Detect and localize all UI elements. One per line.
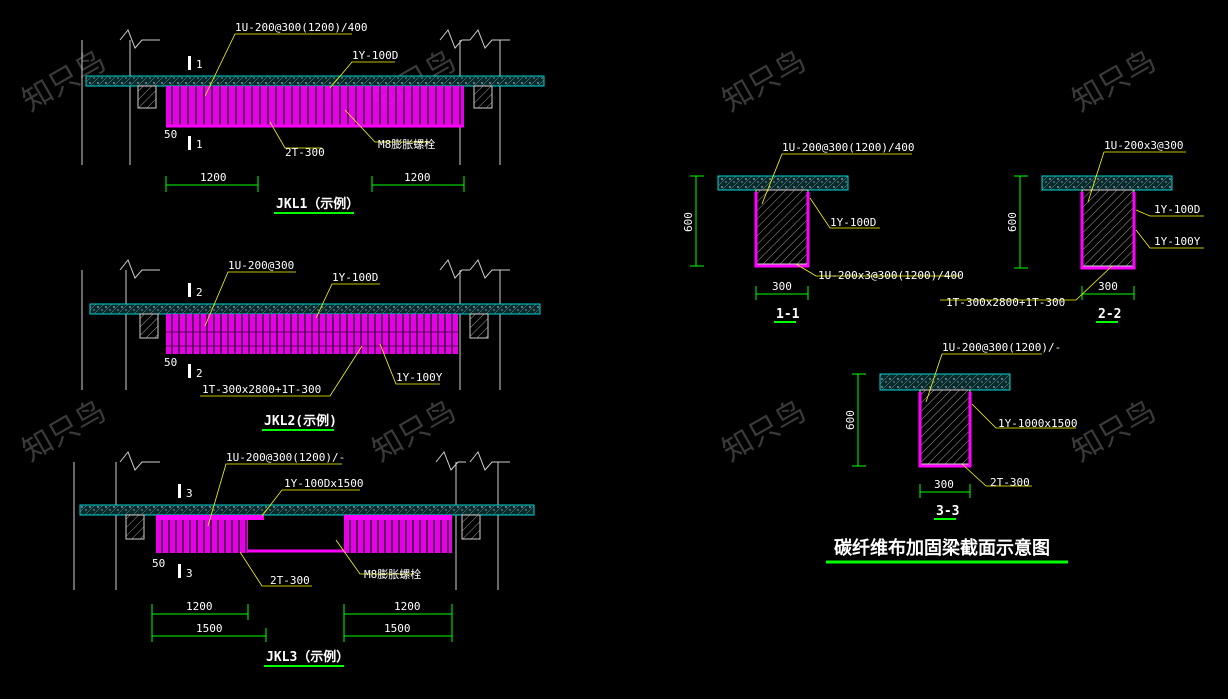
- watermark: 知只鸟: [17, 394, 112, 469]
- sec3-width: 300: [934, 478, 954, 491]
- jkl1-y-label: 1Y-100D: [352, 49, 398, 62]
- jkl2-section-bottom: 2: [196, 367, 203, 380]
- jkl2-elevation: 2 2 50 1U-200@300 1Y-100D 1T-300x2800+1T…: [81, 259, 541, 431]
- jkl1-elevation: 1 1 50 1U-200@300(1200)/400 1Y-100D 2T-3…: [81, 21, 545, 214]
- jkl3-dim-left-outer: 1500: [196, 622, 223, 635]
- sec2-height: 600: [1006, 212, 1019, 232]
- section-1-1: 600 300 1U-200@300(1200)/400 1Y-100D 1U-…: [682, 141, 964, 323]
- jkl3-title: JKL3（示例）: [266, 649, 349, 665]
- sec3-title: 3-3: [936, 504, 959, 519]
- jkl1-section-bottom: 1: [196, 138, 203, 151]
- watermark: 知只鸟: [367, 394, 462, 469]
- jkl1-t-label: 2T-300: [285, 146, 325, 159]
- jkl2-u-label: 1U-200@300: [228, 259, 294, 272]
- sec2-title: 2-2: [1098, 307, 1121, 322]
- sec3-height: 600: [844, 410, 857, 430]
- sec1-width: 300: [772, 280, 792, 293]
- jkl3-y-label: 1Y-100Dx1500: [284, 477, 363, 490]
- jkl1-title: JKL1（示例）: [276, 196, 359, 212]
- jkl3-edge-dim: 50: [152, 557, 165, 570]
- jkl3-section-bottom: 3: [186, 567, 193, 580]
- sec1-bottom-label: 1U-200x3@300(1200)/400: [818, 269, 964, 282]
- sec3-y-label: 1Y-1000x1500: [998, 417, 1077, 430]
- watermark: 知只鸟: [717, 394, 812, 469]
- jkl3-bolt-label: M8膨胀螺栓: [364, 567, 421, 581]
- jkl2-title: JKL2(示例): [264, 413, 337, 429]
- watermark: 知只鸟: [1067, 394, 1162, 469]
- sec1-height: 600: [682, 212, 695, 232]
- sec3-t-label: 2T-300: [990, 476, 1030, 489]
- jkl3-t-label: 2T-300: [270, 574, 310, 587]
- section-2-2: 600 300 1U-200x3@300 1Y-100D 1Y-100Y 1T-…: [940, 139, 1204, 323]
- jkl2-t-label: 1T-300x2800+1T-300: [202, 383, 321, 396]
- sec2-t-label: 1T-300x2800+1T-300: [946, 296, 1065, 309]
- jkl1-dim-left: 1200: [200, 171, 227, 184]
- jkl3-dim-left-inner: 1200: [186, 600, 213, 613]
- sec2-u-label: 1U-200x3@300: [1104, 139, 1183, 152]
- jkl3-section-top: 3: [186, 487, 193, 500]
- main-title: 碳纤维布加固梁截面示意图: [834, 537, 1050, 559]
- sec1-u-label: 1U-200@300(1200)/400: [782, 141, 914, 154]
- jkl3-dim-right-inner: 1200: [394, 600, 421, 613]
- jkl2-y-label: 1Y-100D: [332, 271, 378, 284]
- jkl2-edge-dim: 50: [164, 356, 177, 369]
- sec1-y-label: 1Y-100D: [830, 216, 876, 229]
- jkl3-dim-right-outer: 1500: [384, 622, 411, 635]
- jkl3-elevation: 3 3 50 1U-200@300(1200)/- 1Y-100Dx1500 2…: [73, 451, 535, 667]
- sec2-width: 300: [1098, 280, 1118, 293]
- watermark: 知只鸟: [1067, 44, 1162, 119]
- jkl2-section-top: 2: [196, 286, 203, 299]
- sec2-y2-label: 1Y-100Y: [1154, 235, 1201, 248]
- watermark: 知只鸟: [717, 44, 812, 119]
- jkl1-edge-dim: 50: [164, 128, 177, 141]
- jkl3-u-label: 1U-200@300(1200)/-: [226, 451, 345, 464]
- jkl1-section-top: 1: [196, 58, 203, 71]
- section-3-3: 600 300 1U-200@300(1200)/- 1Y-1000x1500 …: [844, 341, 1077, 520]
- sec2-y-label: 1Y-100D: [1154, 203, 1200, 216]
- sec1-title: 1-1: [776, 307, 800, 322]
- jkl1-u-label: 1U-200@300(1200)/400: [235, 21, 367, 34]
- sec3-u-label: 1U-200@300(1200)/-: [942, 341, 1061, 354]
- jkl2-y2-label: 1Y-100Y: [396, 371, 443, 384]
- jkl1-bolt-label: M8膨胀螺栓: [378, 137, 435, 151]
- jkl1-dim-right: 1200: [404, 171, 431, 184]
